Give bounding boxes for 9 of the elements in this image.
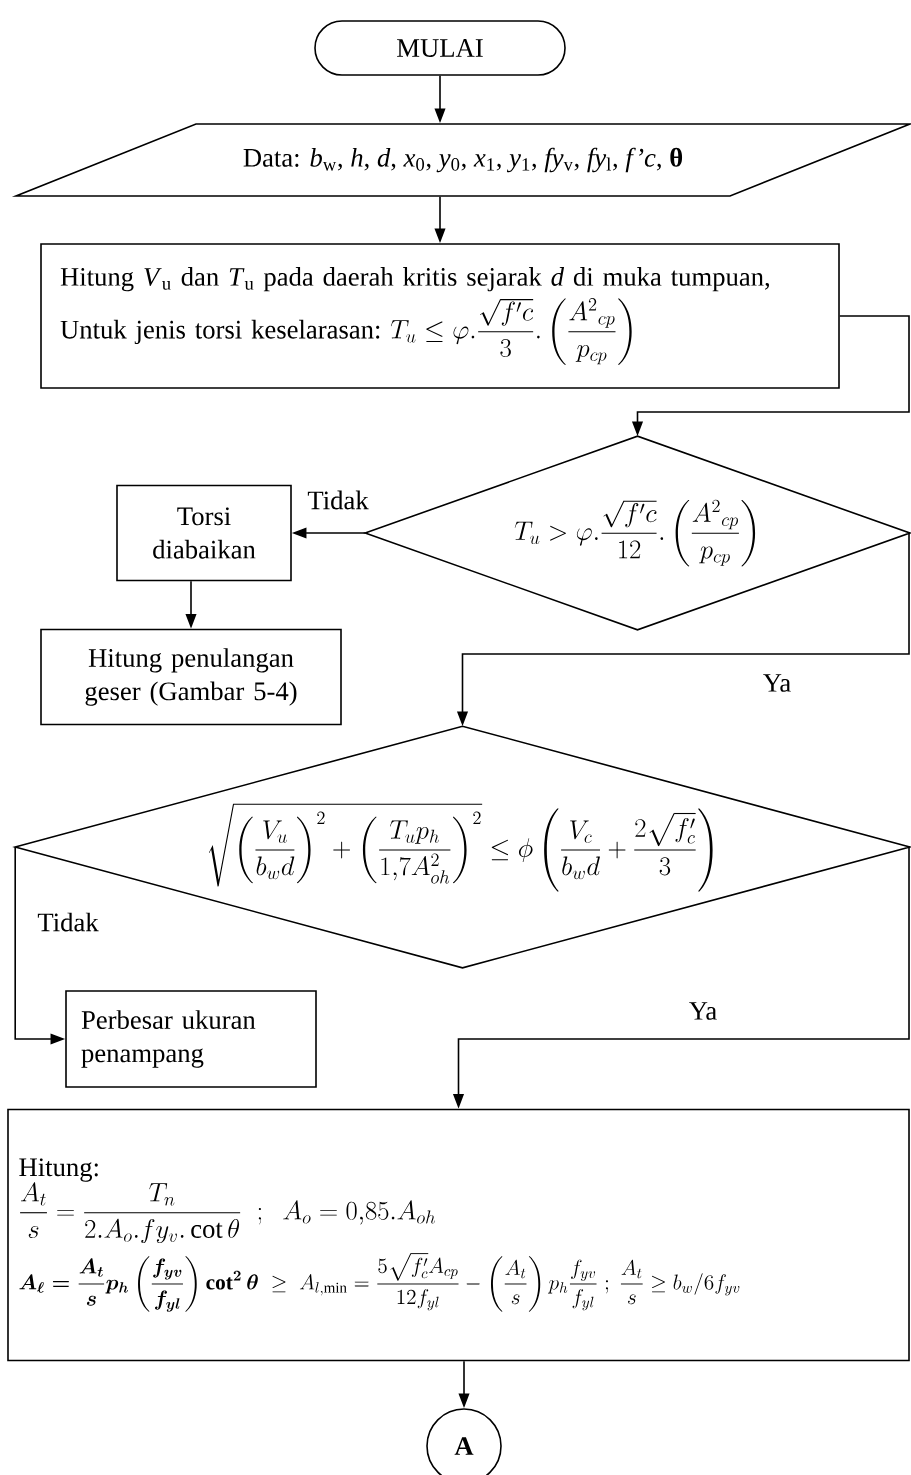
process-box: Perbesar ukuran penampang <box>65 990 317 1088</box>
start-terminal: MULAI <box>314 20 566 76</box>
edge-label: Ya <box>687 1000 719 1022</box>
edge-label: Ya <box>761 672 793 694</box>
edge-label: Tidak <box>36 911 100 933</box>
process-box: Torsi diabaikan <box>116 484 292 582</box>
process-box: Hitung V$_{u}$ dan T$_{u}$ pada daerah kritis sejarak d di muka tumpuan, Untuk jenis torsi keselarasan: $T_u \le \varphi.\frac{\sqrt{f'c}}{3}.\left(\frac{A^2{}_{cp}}{p_{cp}}\right)$ <box>40 243 840 389</box>
process-box: Hitung: $\frac{A_t}{s}=\frac{T_n}{2.A_o.fy_v.\cot\theta}\;\;;\;\;A_o=0{,}85.A_{oh}$ $\boldsymbol{A_\ell=\frac{A_t}{s}p_h\left(\frac{f_{yv}}{f_{yl}}\right)\cot^2\theta}\;\ge\;A_{l,\min}=\frac{5\sqrt{f_c'}A_{cp}}{12f_{yl}}-\left(\frac{A_t}{s}\right)p_h\frac{f_{yv}}{f_{yl}}\;;\;\frac{A_t}{s}\ge b_w/6f_{yv}$ <box>7 1108 910 1362</box>
process-box: Hitung penulangan geser (Gambar 5-4) <box>40 628 342 726</box>
